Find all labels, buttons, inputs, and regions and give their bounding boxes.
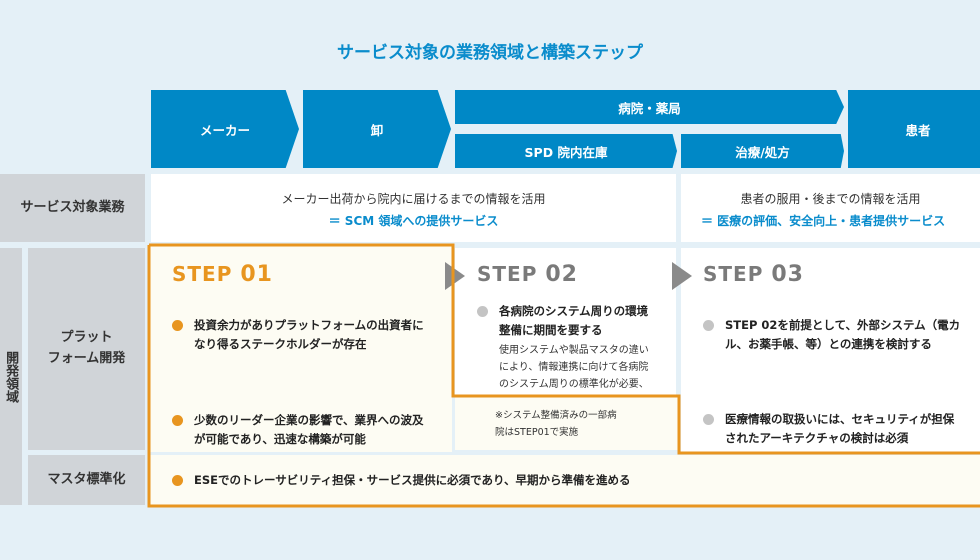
master-panel: ESEでのトレーサビリティ担保・サービス提供に必須であり、早期から準備を進める bbox=[150, 455, 980, 505]
service-medical-summary: ＝ 医療の評価、安全向上・患者提供サービス bbox=[701, 214, 946, 228]
header-patient-label: 患者 bbox=[905, 122, 931, 138]
header-treatment-label: 治療/処方 bbox=[735, 144, 790, 160]
header-wholesale: 卸 bbox=[303, 90, 451, 168]
diagram-title: サービス対象の業務領域と構築ステップ bbox=[337, 43, 643, 63]
step03-title: STEP 03 bbox=[703, 262, 804, 287]
master-bullet: ESEでのトレーサビリティ担保・サービス提供に必須であり、早期から準備を進める bbox=[172, 471, 872, 490]
header-hospital-label: 病院・薬局 bbox=[618, 100, 681, 116]
row-label-master: マスタ標準化 bbox=[28, 455, 145, 505]
arrow-step03-icon bbox=[672, 262, 692, 290]
step02-title: STEP 02 bbox=[477, 262, 578, 287]
service-medical-desc: 患者の服用・後までの情報を活用 bbox=[740, 192, 921, 206]
header-maker: メーカー bbox=[151, 90, 299, 168]
step02-bullet: 各病院のシステム周りの環境整備に期間を要する bbox=[477, 302, 657, 340]
header-patient: 患者 bbox=[848, 90, 980, 168]
step01-bullet: 少数のリーダー企業の影響で、業界への波及が可能であり、迅速な構築が可能 bbox=[172, 411, 434, 449]
service-scm-desc: メーカー出荷から院内に届けるまでの情報を活用 bbox=[281, 192, 546, 206]
header-wholesale-label: 卸 bbox=[370, 122, 384, 138]
service-scm-summary: ＝ SCM 領域への提供サービス bbox=[328, 214, 499, 228]
service-medical: 患者の服用・後までの情報を活用 ＝ 医療の評価、安全向上・患者提供サービス bbox=[681, 174, 980, 242]
header-hospital-pharmacy: 病院・薬局 bbox=[455, 90, 844, 124]
row-label-dev-area: 開発領域 bbox=[0, 248, 22, 505]
header-treatment: 治療/処方 bbox=[681, 134, 844, 168]
service-scm: メーカー出荷から院内に届けるまでの情報を活用 ＝ SCM 領域への提供サービス bbox=[151, 174, 676, 242]
header-spd-label: SPD 院内在庫 bbox=[524, 144, 608, 160]
header-maker-label: メーカー bbox=[199, 122, 250, 138]
step03-bullet: 医療情報の取扱いには、セキュリティが担保されたアーキテクチャの検討は必須 bbox=[703, 410, 963, 448]
step03-panel: STEP 03 STEP 02を前提として、外部システム（電カル、お薬手帳、等）… bbox=[681, 248, 980, 452]
row-label-service: サービス対象業務 bbox=[0, 174, 145, 242]
step01-panel: STEP 01 投資余力がありプラットフォームの出資者になり得るステークホルダー… bbox=[150, 246, 452, 452]
arrow-step02-icon bbox=[445, 262, 465, 290]
step02-panel: STEP 02 各病院のシステム周りの環境整備に期間を要する 使用システムや製品… bbox=[455, 248, 676, 407]
step01-title: STEP 01 bbox=[172, 262, 273, 287]
row-label-platform: プラット フォーム開発 bbox=[28, 248, 145, 450]
header-spd: SPD 院内在庫 bbox=[455, 134, 677, 168]
step02-note: ※システム整備済みの一部病院はSTEP01で実施 bbox=[455, 397, 678, 450]
step01-bullet: 投資余力がありプラットフォームの出資者になり得るステークホルダーが存在 bbox=[172, 316, 434, 354]
step03-bullet: STEP 02を前提として、外部システム（電カル、お薬手帳、等）との連携を検討す… bbox=[703, 316, 963, 354]
